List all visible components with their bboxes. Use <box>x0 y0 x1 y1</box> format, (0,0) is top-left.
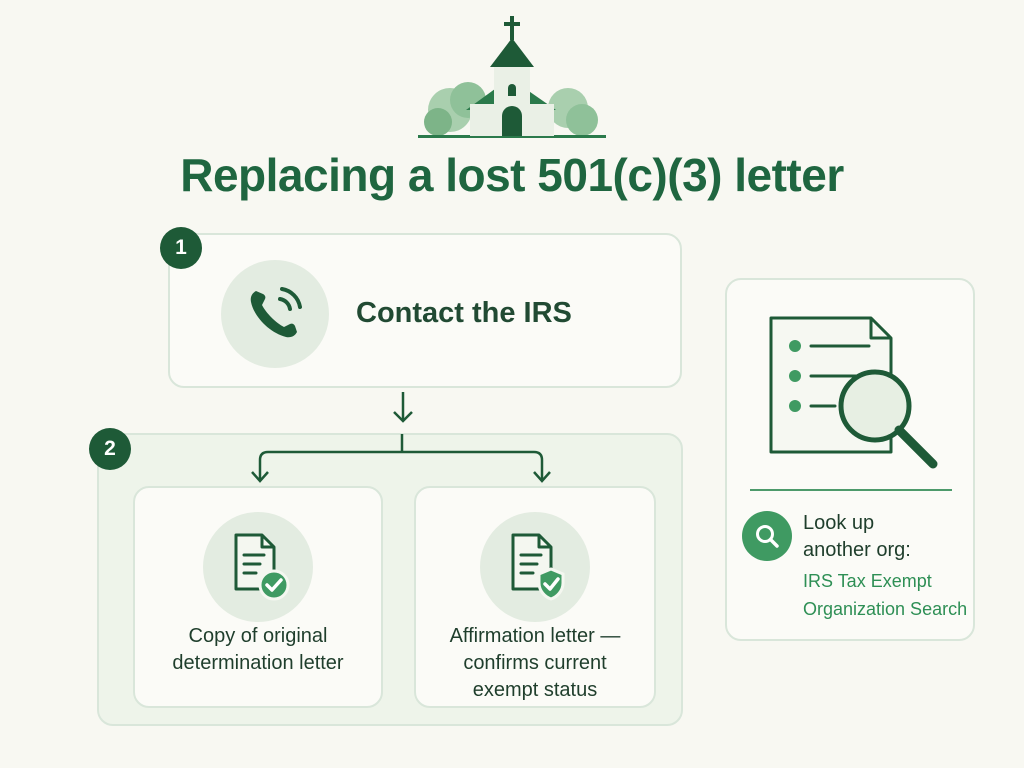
document-icon-circle <box>480 512 590 622</box>
step-2-badge: 2 <box>89 428 131 470</box>
option-line: exempt status <box>472 679 598 701</box>
option-line: Copy of original <box>188 625 328 647</box>
lookup-prompt: Look up another org: <box>803 510 911 564</box>
option-card-copy: Copy of original determination letter <box>133 486 383 708</box>
option-label-copy: Copy of original determination letter <box>135 623 381 677</box>
document-magnifier-icon <box>769 316 938 469</box>
document-icon-circle <box>203 512 313 622</box>
church-illustration <box>418 16 606 138</box>
search-icon <box>756 525 779 548</box>
irs-search-link[interactable]: IRS Tax Exempt Organization Search <box>803 567 967 623</box>
lookup-line: Look up <box>803 512 875 534</box>
option-card-affirmation: Affirmation letter — confirms current ex… <box>414 486 656 708</box>
option-line: determination letter <box>172 652 344 674</box>
document-check-icon <box>234 533 290 601</box>
option-label-affirmation: Affirmation letter — confirms current ex… <box>416 623 654 704</box>
branch-connector <box>251 434 551 483</box>
lookup-divider <box>750 489 952 491</box>
link-line[interactable]: IRS Tax Exempt <box>803 571 932 591</box>
option-line: confirms current <box>463 652 607 674</box>
phone-icon-circle <box>221 260 329 368</box>
link-line[interactable]: Organization Search <box>803 599 968 619</box>
page-title: Replacing a lost 501(c)(3) letter <box>180 149 844 201</box>
document-shield-icon <box>511 533 565 601</box>
lookup-line: another org: <box>803 539 911 561</box>
search-button-circle[interactable] <box>742 511 792 561</box>
option-line: Affirmation letter — <box>449 625 621 647</box>
step-1-badge: 1 <box>160 227 202 269</box>
step-1-label: Contact the IRS <box>356 297 572 329</box>
phone-icon <box>250 287 302 338</box>
arrow-down-icon <box>393 392 413 423</box>
